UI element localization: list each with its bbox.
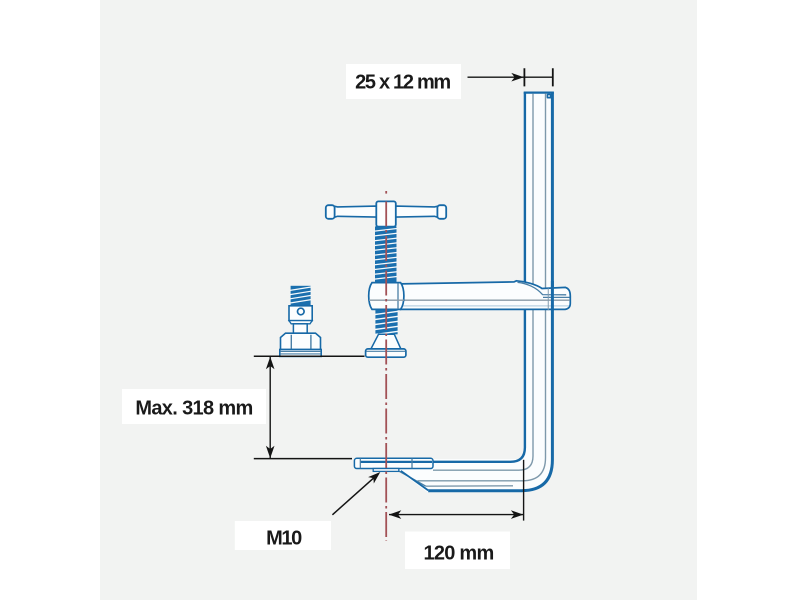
svg-text:Max. 318 mm: Max. 318 mm: [135, 398, 252, 420]
svg-text:M10: M10: [266, 528, 302, 550]
svg-text:120 mm: 120 mm: [424, 543, 494, 565]
svg-text:25 x 12 mm: 25 x 12 mm: [355, 72, 450, 94]
